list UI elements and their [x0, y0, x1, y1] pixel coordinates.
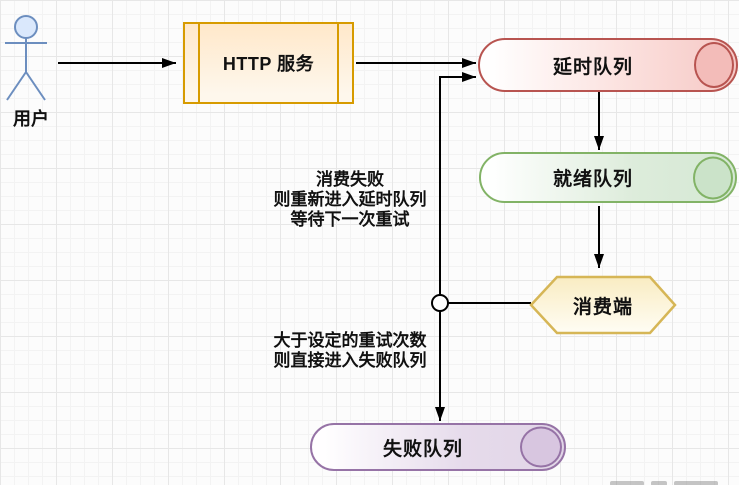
node-delay-queue: 延时队列 [478, 38, 738, 92]
process-bar-left [198, 24, 200, 102]
watermark-remnant [610, 481, 718, 485]
watermark-fragment [674, 481, 718, 485]
annotation-line: 大于设定的重试次数 [273, 331, 427, 350]
consumer-hexagon-shape [529, 275, 677, 335]
watermark-fragment [651, 481, 667, 485]
node-http-service-label: HTTP 服务 [222, 54, 315, 74]
cylinder-cap-icon [694, 42, 734, 88]
node-fail-queue-label: 失败队列 [382, 438, 463, 460]
actor-label: 用户 [13, 109, 49, 129]
process-bar-right [337, 24, 339, 102]
annotation-fail-note: 大于设定的重试次数 则直接进入失败队列 [252, 331, 448, 371]
annotation-retry-note: 消费失败 则重新进入延时队列 等待下一次重试 [256, 170, 444, 230]
junction-connector-node [431, 294, 449, 312]
connector-retry-to-delay-queue [439, 72, 476, 295]
annotation-line: 则重新进入延时队列 [273, 190, 427, 209]
watermark-fragment [610, 481, 644, 485]
annotation-line: 消费失败 [316, 170, 384, 189]
cylinder-cap-icon [520, 426, 562, 468]
node-http-service: HTTP 服务 [183, 22, 354, 104]
user-actor-icon [5, 15, 47, 101]
node-consumer-label: 消费端 [572, 296, 633, 318]
annotation-line: 等待下一次重试 [290, 210, 410, 229]
cylinder-cap-icon [693, 156, 733, 199]
node-delay-queue-label: 延时队列 [552, 56, 633, 78]
node-fail-queue: 失败队列 [310, 423, 566, 471]
annotation-line: 则直接进入失败队列 [273, 351, 427, 370]
node-ready-queue-label: 就绪队列 [552, 169, 633, 190]
node-ready-queue: 就绪队列 [479, 152, 737, 203]
